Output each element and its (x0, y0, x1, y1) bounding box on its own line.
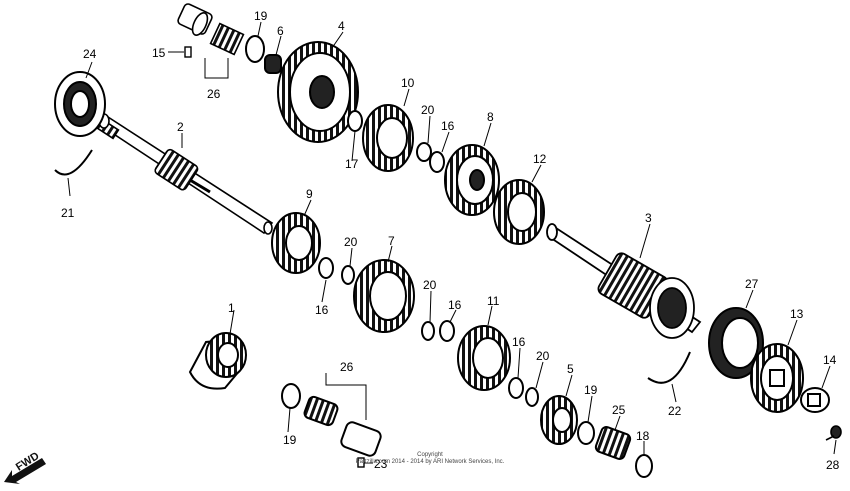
callout-27: 27 (745, 277, 759, 291)
callout-8: 8 (487, 110, 494, 124)
fwd-arrow-icon: FWD (4, 450, 46, 484)
callout-17: 17 (345, 157, 359, 171)
gear-10 (362, 104, 414, 172)
callout-7: 7 (388, 234, 395, 248)
circlip-20-right (525, 387, 539, 407)
callout-6: 6 (277, 24, 284, 38)
circlip-21 (54, 149, 93, 176)
callout-21: 21 (61, 206, 75, 220)
callout-19b: 19 (283, 433, 297, 447)
bolt-28 (825, 425, 842, 441)
pin-15 (184, 46, 192, 58)
callout-16b: 16 (315, 303, 329, 317)
gear-9 (271, 212, 321, 274)
callout-4: 4 (338, 19, 345, 33)
washer-18 (635, 454, 653, 478)
circlip-20-upper (416, 142, 432, 162)
copyright-notice: Copyright Partzilla.com 2014 - 2014 by A… (330, 452, 530, 466)
gear-7 (353, 259, 415, 333)
callout-26b: 26 (340, 360, 354, 374)
callout-3: 3 (645, 211, 652, 225)
washer-19-right (577, 421, 595, 445)
callout-25: 25 (612, 403, 626, 417)
oil-seal-27 (708, 307, 764, 379)
callout-20c: 20 (423, 278, 437, 292)
callout-18: 18 (636, 429, 650, 443)
callout-19c: 19 (584, 383, 598, 397)
washer-16-right (508, 377, 524, 399)
gear-8 (444, 144, 500, 216)
callout-16c: 16 (448, 298, 462, 312)
callout-13: 13 (790, 307, 804, 321)
collar-26-lower (340, 421, 382, 457)
bearing-24 (54, 71, 106, 137)
bearing-25 (594, 426, 632, 460)
plate-14 (800, 387, 830, 413)
callout-11: 11 (487, 294, 500, 308)
callout-1: 1 (228, 301, 235, 315)
washer-19-upper (245, 35, 265, 63)
bearing-26-lower (303, 395, 339, 427)
callout-12: 12 (533, 152, 547, 166)
callout-24: 24 (83, 47, 97, 61)
gear-5 (540, 395, 578, 445)
kick-gear-1 (188, 332, 247, 390)
sprocket-13 (750, 343, 804, 413)
callout-26a: 26 (207, 87, 221, 101)
copyright-line-2: Partzilla.com 2014 - 2014 by ARI Network… (355, 459, 505, 465)
callout-20d: 20 (536, 349, 550, 363)
gear-12 (493, 179, 545, 245)
washer-16-upper (429, 151, 445, 173)
leader-lines (67, 21, 837, 455)
callout-2: 2 (177, 120, 184, 134)
callout-14: 14 (823, 353, 837, 367)
callout-9: 9 (306, 187, 313, 201)
callout-10: 10 (401, 76, 415, 90)
circlip-22 (647, 351, 691, 384)
callout-23: 23 (374, 457, 388, 471)
callout-5: 5 (567, 362, 574, 376)
bushing-6 (264, 54, 282, 74)
gear-11 (457, 325, 511, 391)
circlip-20-lower (421, 321, 435, 341)
callout-16d: 16 (512, 335, 526, 349)
countershaft (546, 223, 702, 339)
washer-17 (347, 110, 363, 132)
bushing-26-upper (177, 3, 245, 56)
gear-4 (277, 41, 359, 143)
callout-22: 22 (668, 404, 682, 418)
washer-16-lower (439, 320, 455, 342)
circlip-20-mid (341, 265, 355, 285)
copyright-line-1: Copyright (417, 452, 443, 458)
callout-20a: 20 (421, 103, 435, 117)
callout-28: 28 (826, 458, 840, 472)
callout-19a: 19 (254, 9, 268, 23)
callout-20b: 20 (344, 235, 358, 249)
washer-19-left (281, 383, 301, 409)
mainshaft (93, 113, 274, 235)
callout-labels: 1 2 3 4 5 6 7 8 9 10 11 12 13 14 15 16 1… (61, 9, 840, 472)
washer-16-mid (318, 257, 334, 279)
callout-15: 15 (152, 46, 166, 60)
callout-16a: 16 (441, 119, 455, 133)
